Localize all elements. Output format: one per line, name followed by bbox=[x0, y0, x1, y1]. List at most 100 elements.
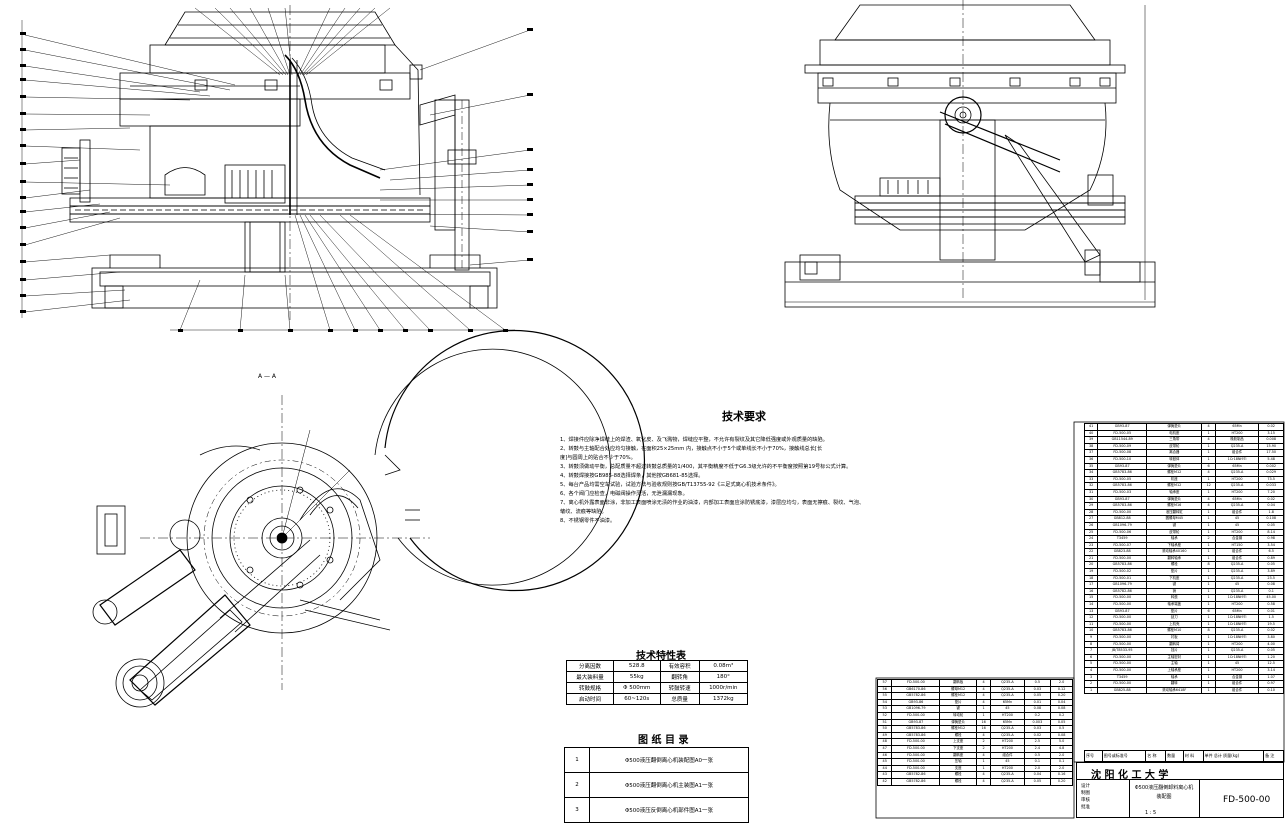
bom-cell: 65Mn bbox=[1214, 495, 1260, 504]
bom-cell: 1 bbox=[1201, 601, 1216, 609]
bom-cell: 7 bbox=[1083, 647, 1099, 655]
catalog-cell: 2 bbox=[564, 772, 590, 798]
bom-cell: 螺栓 bbox=[939, 771, 977, 779]
bom-cell: 21 bbox=[1083, 554, 1099, 563]
bom-cell: 2.5 bbox=[1023, 738, 1052, 746]
bom-cell: 2.0 bbox=[1050, 751, 1073, 760]
bom-cell: 支座 bbox=[939, 764, 977, 773]
bom-cell: Q235-A bbox=[1214, 574, 1260, 583]
bom-cell: FD-500-00 bbox=[1097, 660, 1148, 668]
bom-cell: 键 bbox=[1146, 581, 1203, 589]
section-label: A — A bbox=[258, 373, 277, 380]
bom-cell: 65Mn bbox=[1214, 462, 1260, 471]
bom-cell: 1 bbox=[975, 764, 992, 773]
bom-cell: 0.05 bbox=[1258, 647, 1284, 655]
drawing-name: Φ500液压翻倒卸料离心机装配图 bbox=[1134, 785, 1194, 800]
section-view-a-a bbox=[92, 329, 645, 708]
bom-cell: 4 bbox=[975, 692, 992, 700]
bom-cell: 20 bbox=[1083, 561, 1099, 570]
bom-cell: 1 bbox=[1201, 581, 1216, 589]
bom-cell: 48 bbox=[876, 738, 893, 746]
bom-cell: FD-500-00 bbox=[1097, 601, 1148, 609]
bom-cell: 0.002 bbox=[1258, 462, 1284, 471]
bom-cell: 螺栓M12 bbox=[1146, 469, 1203, 477]
bom-cell: 45 bbox=[1214, 515, 1260, 523]
bom-cell: 转动轮 bbox=[939, 711, 977, 720]
leader-lines-top bbox=[194, 7, 391, 76]
bom-cell: 12 bbox=[1201, 482, 1216, 490]
spec-cell: 180° bbox=[698, 671, 749, 683]
spec-table-title: 技术特性表 bbox=[636, 651, 686, 662]
bom-cell: 0.02 bbox=[1023, 731, 1052, 740]
bom-cell: 1Cr18Ni9Ti bbox=[1214, 634, 1260, 642]
bom-cell: Q235-A bbox=[1214, 647, 1260, 655]
bom-cell: 0.1 bbox=[1258, 587, 1284, 596]
header-cell: 数量 bbox=[1165, 750, 1184, 762]
bom-cell: GB5782-86 bbox=[891, 777, 941, 786]
bom-cell: GB5783-86 bbox=[1097, 561, 1148, 570]
bom-cell: 4 bbox=[1201, 502, 1216, 510]
bom-cell: 组合件 bbox=[1214, 508, 1260, 517]
bom-cell: HT200 bbox=[1214, 666, 1260, 675]
bom-cell: Q235-A bbox=[990, 771, 1025, 779]
bom-cell: 45 bbox=[1214, 521, 1260, 530]
bom-cell: 1 bbox=[1201, 673, 1216, 682]
bom-cell: 0.029 bbox=[1258, 469, 1284, 477]
bom-cell: GB93-87 bbox=[1097, 423, 1148, 431]
role-label: 审核 bbox=[1081, 798, 1090, 803]
bom-cell: 4 bbox=[1201, 495, 1216, 504]
bom-cell: 皮带轮 bbox=[1146, 442, 1203, 451]
bom-cell: 1 bbox=[1201, 634, 1216, 642]
bom-cell: 16 bbox=[975, 718, 992, 727]
bom-cell: 1 bbox=[1201, 548, 1216, 556]
header-cell: 单件 总计 质量(kg) bbox=[1202, 750, 1265, 762]
bom-cell: 0.05 bbox=[1023, 692, 1052, 700]
bom-cell: 0.04 bbox=[1023, 771, 1052, 779]
bom-cell: 33 bbox=[1083, 475, 1099, 484]
bom-cell: 25 bbox=[1083, 528, 1099, 537]
bom-cell: 螺栓 bbox=[1146, 561, 1203, 570]
bom-cell: GB5783-86 bbox=[1097, 469, 1148, 477]
bom-cell: HT200 bbox=[990, 764, 1025, 773]
bom-cell: FD-500-01 bbox=[1097, 574, 1148, 583]
bom-cell: Q235-A bbox=[990, 725, 1025, 733]
bom-cell: FD-500-08 bbox=[1097, 449, 1148, 457]
bom-cell: 组合件 bbox=[1214, 449, 1260, 457]
bom-cell: 4.8 bbox=[1050, 744, 1073, 753]
bom-cell: 1 bbox=[1201, 680, 1216, 688]
bom-cell: 0.02 bbox=[1258, 627, 1284, 635]
bom-cell: 0.04 bbox=[1258, 502, 1284, 510]
bom-cell: 上机壳 bbox=[1146, 620, 1203, 629]
bom-cell: 31 bbox=[1083, 488, 1099, 497]
bom-cell: Q235-A bbox=[1214, 568, 1260, 576]
bom-cell: Q235-A bbox=[1214, 587, 1260, 596]
bom-cell: 垫片 bbox=[1146, 568, 1203, 576]
bom-cell: 橡胶制品 bbox=[1214, 436, 1260, 444]
bom-cell: 螺栓M16 bbox=[1146, 502, 1203, 510]
spec-cell: 有效容积 bbox=[659, 660, 700, 672]
bom-cell: 2 bbox=[975, 738, 992, 746]
bom-cell: 0.10 bbox=[1258, 686, 1284, 695]
bom-cell: 圆螺母M45 bbox=[1146, 515, 1203, 523]
role-list: 设计 制图 审核 批准 bbox=[1081, 783, 1090, 811]
bom-cell: 螺栓 bbox=[939, 777, 977, 786]
bom-cell: 1 bbox=[1201, 442, 1216, 451]
bom-cell: 0.89 bbox=[1258, 554, 1284, 563]
bom-cell: FD-500-06 bbox=[1097, 528, 1148, 537]
bom-cell: 0.003 bbox=[1023, 718, 1052, 727]
tech-requirements-title: 技术要求 bbox=[722, 410, 766, 423]
bom-cell: HT200 bbox=[1214, 488, 1260, 497]
bom-cell: 1.5 bbox=[1258, 614, 1284, 622]
